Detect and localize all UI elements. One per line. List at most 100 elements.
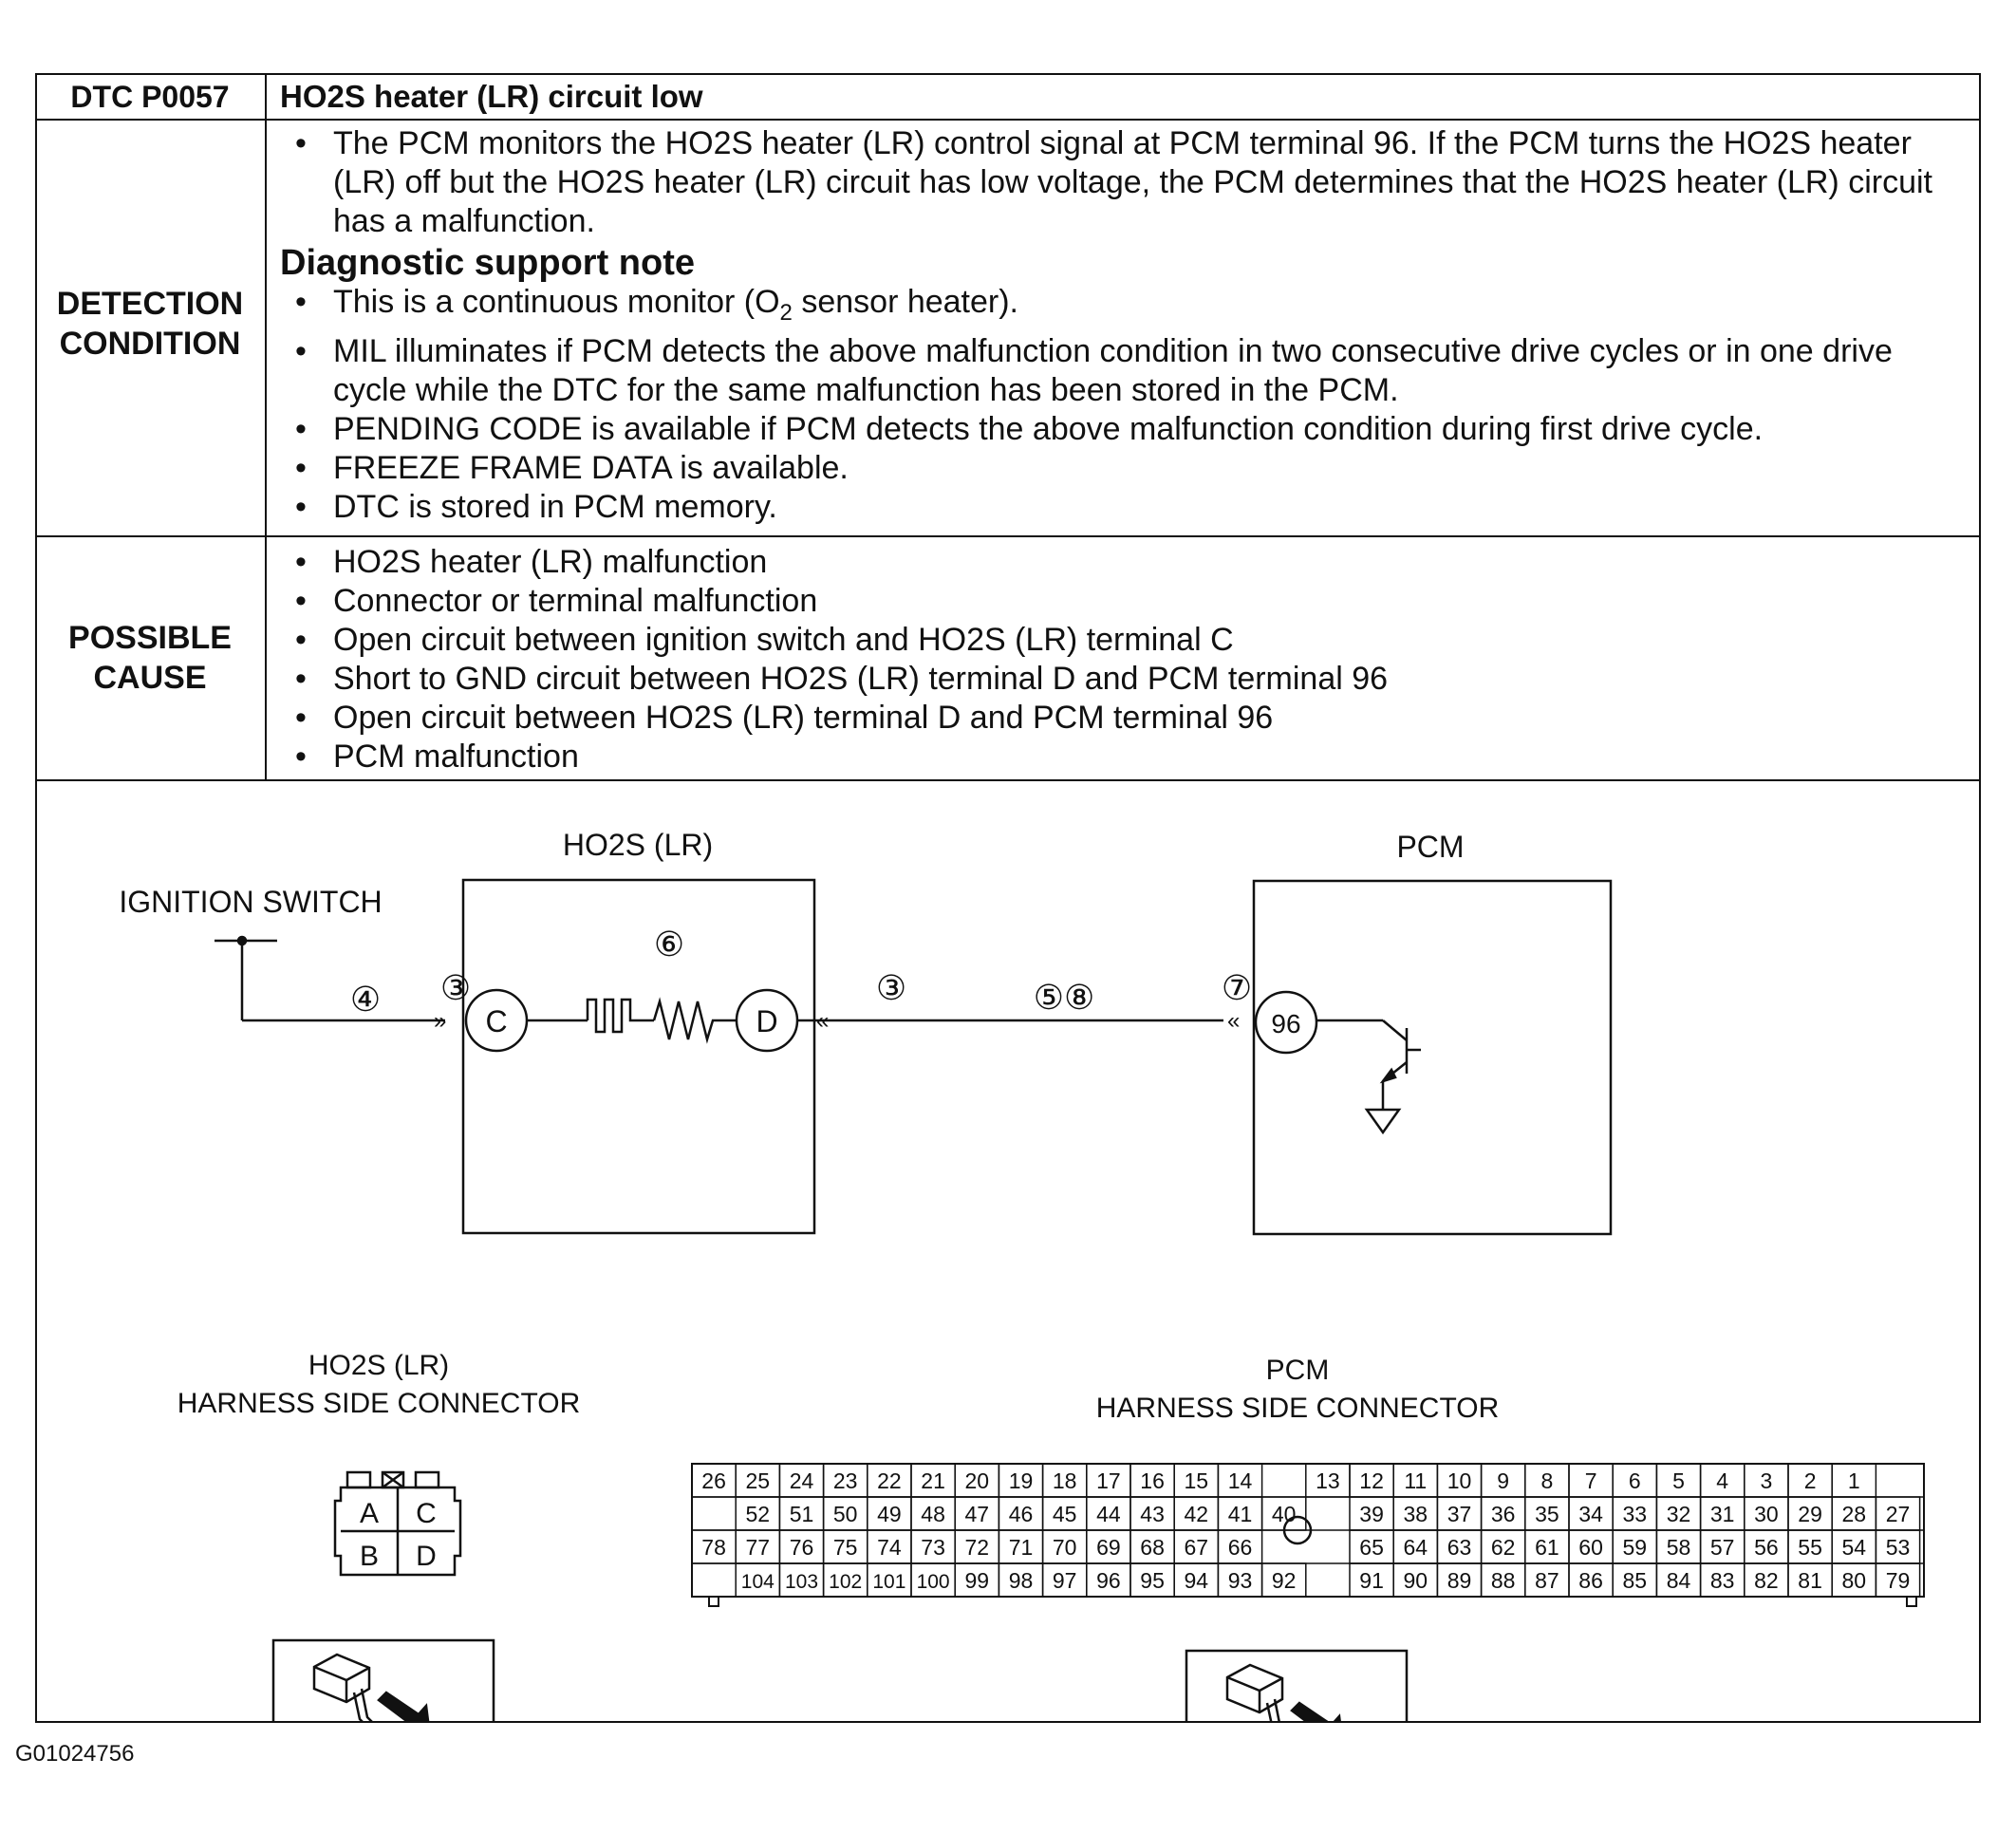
pcm-pin-56: 56 [1754, 1535, 1779, 1560]
heater-resistor-symbol [527, 997, 737, 1044]
pcm-pin-100: 100 [917, 1571, 950, 1593]
monitor-note-subscript: 2 [779, 299, 793, 326]
pcm-pin-99: 99 [965, 1568, 990, 1593]
pcm-pin-28: 28 [1842, 1502, 1867, 1526]
pcm-pin-75: 75 [833, 1535, 858, 1560]
connector-mark: « [1227, 1008, 1240, 1034]
pcm-pin-90: 90 [1404, 1568, 1428, 1593]
ho2s-pin-a: A [360, 1498, 379, 1529]
cause-item: PCM malfunction [280, 738, 1941, 776]
pcm-pin-84: 84 [1667, 1568, 1691, 1593]
possible-cause-label-line2: CAUSE [93, 660, 207, 696]
pcm-pin-27: 27 [1886, 1502, 1911, 1526]
pcm-pin-80: 80 [1842, 1568, 1867, 1593]
detection-intro: The PCM monitors the HO2S heater (LR) co… [280, 124, 1941, 241]
dtc-title: HO2S heater (LR) circuit low [280, 79, 703, 114]
pcm-pin-26: 26 [701, 1468, 726, 1493]
step-3-callout-left: ③ [440, 968, 471, 1007]
pcm-pin-9: 9 [1497, 1468, 1509, 1493]
pcm-pin-8: 8 [1541, 1468, 1554, 1493]
pcm-pin-15: 15 [1185, 1468, 1209, 1493]
pcm-pin-2: 2 [1804, 1468, 1817, 1493]
terminal-96-label: 96 [1271, 1009, 1300, 1038]
pcm-pin-79: 79 [1886, 1568, 1911, 1593]
pcm-pin-48: 48 [921, 1502, 945, 1526]
pcm-pin-55: 55 [1798, 1535, 1822, 1560]
pcm-pin-31: 31 [1710, 1502, 1735, 1526]
pcm-pin-4: 4 [1716, 1468, 1728, 1493]
monitor-note-prefix: This is a continuous monitor (O [333, 284, 780, 320]
terminal-96 [1254, 990, 1318, 1055]
pcm-pin-1: 1 [1848, 1468, 1860, 1493]
ho2s-pin-b: B [360, 1541, 379, 1572]
pcm-pin-5: 5 [1672, 1468, 1685, 1493]
pcm-pin-50: 50 [833, 1502, 858, 1526]
pcm-pin-22: 22 [877, 1468, 902, 1493]
pcm-pin-11: 11 [1404, 1468, 1427, 1493]
step-6-callout: ⑥ [654, 925, 684, 963]
support-note-item: PENDING CODE is available if PCM detects… [280, 410, 1941, 449]
row-divider [37, 119, 1979, 121]
column-divider [265, 75, 267, 779]
pcm-pin-63: 63 [1447, 1535, 1472, 1560]
pcm-pin-67: 67 [1185, 1535, 1209, 1560]
pcm-label: PCM [1396, 830, 1464, 864]
pcm-pin-3: 3 [1761, 1468, 1773, 1493]
pcm-pin-17: 17 [1096, 1468, 1121, 1493]
pcm-pin-92: 92 [1272, 1568, 1297, 1593]
pcm-pin-60: 60 [1578, 1535, 1603, 1560]
pcm-pin-81: 81 [1798, 1568, 1822, 1593]
pcm-pin-39: 39 [1359, 1502, 1384, 1526]
possible-cause-label: POSSIBLE CAUSE [37, 618, 263, 698]
pcm-pin-36: 36 [1491, 1502, 1516, 1526]
figure-code: G01024756 [15, 1741, 135, 1767]
pcm-pin-37: 37 [1447, 1502, 1472, 1526]
support-note-heading: Diagnostic support note [280, 243, 695, 283]
cause-item: Open circuit between ignition switch and… [280, 621, 1941, 660]
step-5-8-callout: ⑤⑧ [1034, 978, 1095, 1017]
support-note-item: DTC is stored in PCM memory. [280, 488, 1941, 527]
pcm-pin-14: 14 [1228, 1468, 1253, 1493]
pcm-connector-title-1: PCM [1266, 1355, 1330, 1386]
detection-condition-content: The PCM monitors the HO2S heater (LR) co… [280, 124, 1941, 527]
pcm-pin-66: 66 [1228, 1535, 1253, 1560]
pcm-pin-6: 6 [1629, 1468, 1641, 1493]
monitor-note-suffix: sensor heater). [792, 284, 1019, 320]
pcm-pin-76: 76 [790, 1535, 814, 1560]
pcm-pin-18: 18 [1053, 1468, 1077, 1493]
step-7-callout: ⑦ [1222, 968, 1252, 1007]
ignition-switch-label: IGNITION SWITCH [119, 885, 382, 919]
pcm-pin-43: 43 [1140, 1502, 1165, 1526]
pcm-pin-33: 33 [1623, 1502, 1648, 1526]
pcm-pin-87: 87 [1535, 1568, 1559, 1593]
step-4-callout: ④ [350, 980, 381, 1019]
ho2s-pin-d: D [416, 1541, 437, 1572]
pcm-pin-44: 44 [1096, 1502, 1121, 1526]
row-divider [37, 535, 1979, 537]
pcm-pin-52: 52 [746, 1502, 771, 1526]
pcm-pin-40: 40 [1272, 1502, 1297, 1526]
pcm-pin-51: 51 [790, 1502, 814, 1526]
pcm-pin-cell [1260, 1562, 1307, 1598]
pcm-pin-25: 25 [746, 1468, 771, 1493]
pcm-pin-77: 77 [746, 1535, 771, 1560]
dtc-code: DTC P0057 [70, 80, 230, 114]
row-divider [37, 779, 1979, 781]
pcm-pin-71: 71 [1009, 1535, 1034, 1560]
pcm-pin-74: 74 [877, 1535, 902, 1560]
pcm-pin-68: 68 [1140, 1535, 1165, 1560]
ho2s-box [461, 878, 816, 1235]
detection-label-line2: CONDITION [59, 326, 241, 362]
pcm-pin-16: 16 [1140, 1468, 1165, 1493]
ho2s-connector-title-1: HO2S (LR) [308, 1350, 449, 1381]
pcm-pin-73: 73 [921, 1535, 945, 1560]
pcm-pin-53: 53 [1886, 1535, 1911, 1560]
pcm-pin-93: 93 [1228, 1568, 1253, 1593]
pcm-pin-94: 94 [1185, 1568, 1209, 1593]
pcm-pin-57: 57 [1710, 1535, 1735, 1560]
pcm-pin-65: 65 [1359, 1535, 1384, 1560]
pcm-pin-13: 13 [1316, 1468, 1340, 1493]
pcm-pin-32: 32 [1667, 1502, 1691, 1526]
pcm-pin-91: 91 [1359, 1568, 1384, 1593]
ho2s-connector-face [333, 1470, 462, 1577]
